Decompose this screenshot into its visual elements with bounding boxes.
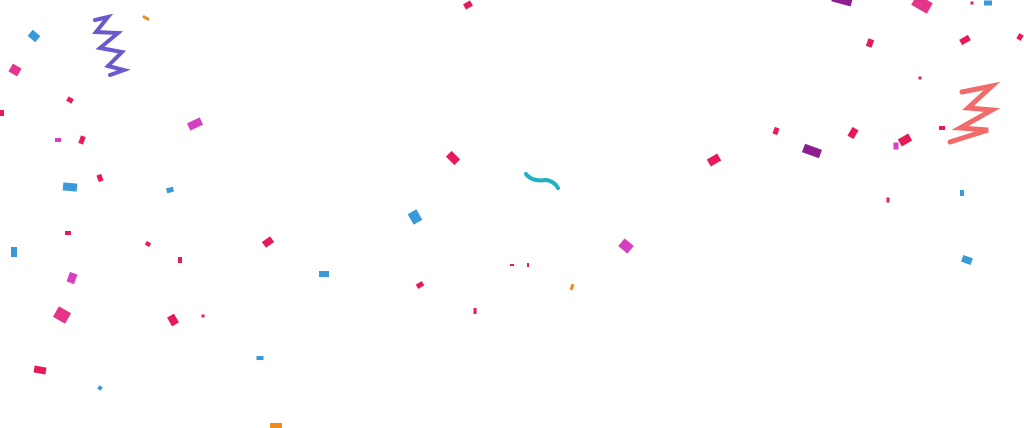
confetti-piece	[569, 283, 575, 291]
confetti-piece	[96, 173, 104, 183]
confetti-piece	[527, 263, 529, 267]
confetti-piece	[911, 0, 933, 14]
confetti-piece	[847, 126, 859, 140]
confetti-piece	[178, 257, 182, 263]
confetti-piece	[186, 117, 204, 131]
confetti-piece	[270, 423, 282, 428]
confetti-piece	[984, 0, 992, 6]
confetti-piece	[445, 150, 461, 166]
confetti-ribbon-violet	[91, 13, 131, 77]
confetti-piece	[772, 126, 780, 136]
confetti-piece	[27, 29, 41, 43]
confetti-piece	[961, 255, 973, 265]
confetti-piece	[97, 385, 103, 391]
confetti-piece	[407, 209, 423, 225]
confetti-piece	[463, 0, 473, 10]
confetti-piece	[415, 281, 425, 289]
confetti-piece	[201, 314, 205, 318]
confetti-ribbon-salmon	[947, 81, 1001, 145]
confetti-piece	[261, 236, 275, 248]
confetti-piece	[893, 142, 899, 150]
confetti-piece	[1016, 33, 1024, 41]
confetti-piece	[142, 14, 150, 22]
confetti-piece	[0, 110, 4, 116]
confetti-piece	[33, 365, 47, 375]
confetti-piece	[52, 306, 72, 324]
confetti-piece	[66, 96, 74, 104]
confetti-piece	[959, 34, 971, 46]
confetti-piece	[144, 241, 152, 247]
confetti-piece	[706, 153, 722, 167]
confetti-piece	[618, 238, 634, 254]
confetti-piece	[939, 126, 945, 130]
confetti-piece	[886, 197, 890, 203]
confetti-piece	[8, 63, 22, 77]
confetti-piece	[11, 247, 17, 257]
confetti-piece	[319, 271, 329, 277]
confetti-piece	[78, 135, 86, 145]
confetti-piece	[55, 138, 61, 142]
confetti-piece	[66, 271, 78, 285]
confetti-piece	[960, 190, 964, 196]
confetti-piece	[802, 143, 822, 159]
confetti-piece	[970, 1, 974, 5]
confetti-piece	[473, 308, 477, 314]
confetti-piece	[510, 264, 514, 266]
confetti-piece	[165, 186, 175, 194]
confetti-piece	[65, 231, 71, 235]
confetti-piece	[256, 356, 264, 360]
confetti-piece	[897, 133, 913, 147]
confetti-piece	[167, 313, 179, 327]
confetti-piece	[831, 0, 853, 7]
confetti-ribbon-cyan	[524, 172, 560, 190]
confetti-piece	[62, 182, 78, 192]
confetti-piece	[865, 38, 875, 48]
confetti-piece	[918, 76, 922, 80]
